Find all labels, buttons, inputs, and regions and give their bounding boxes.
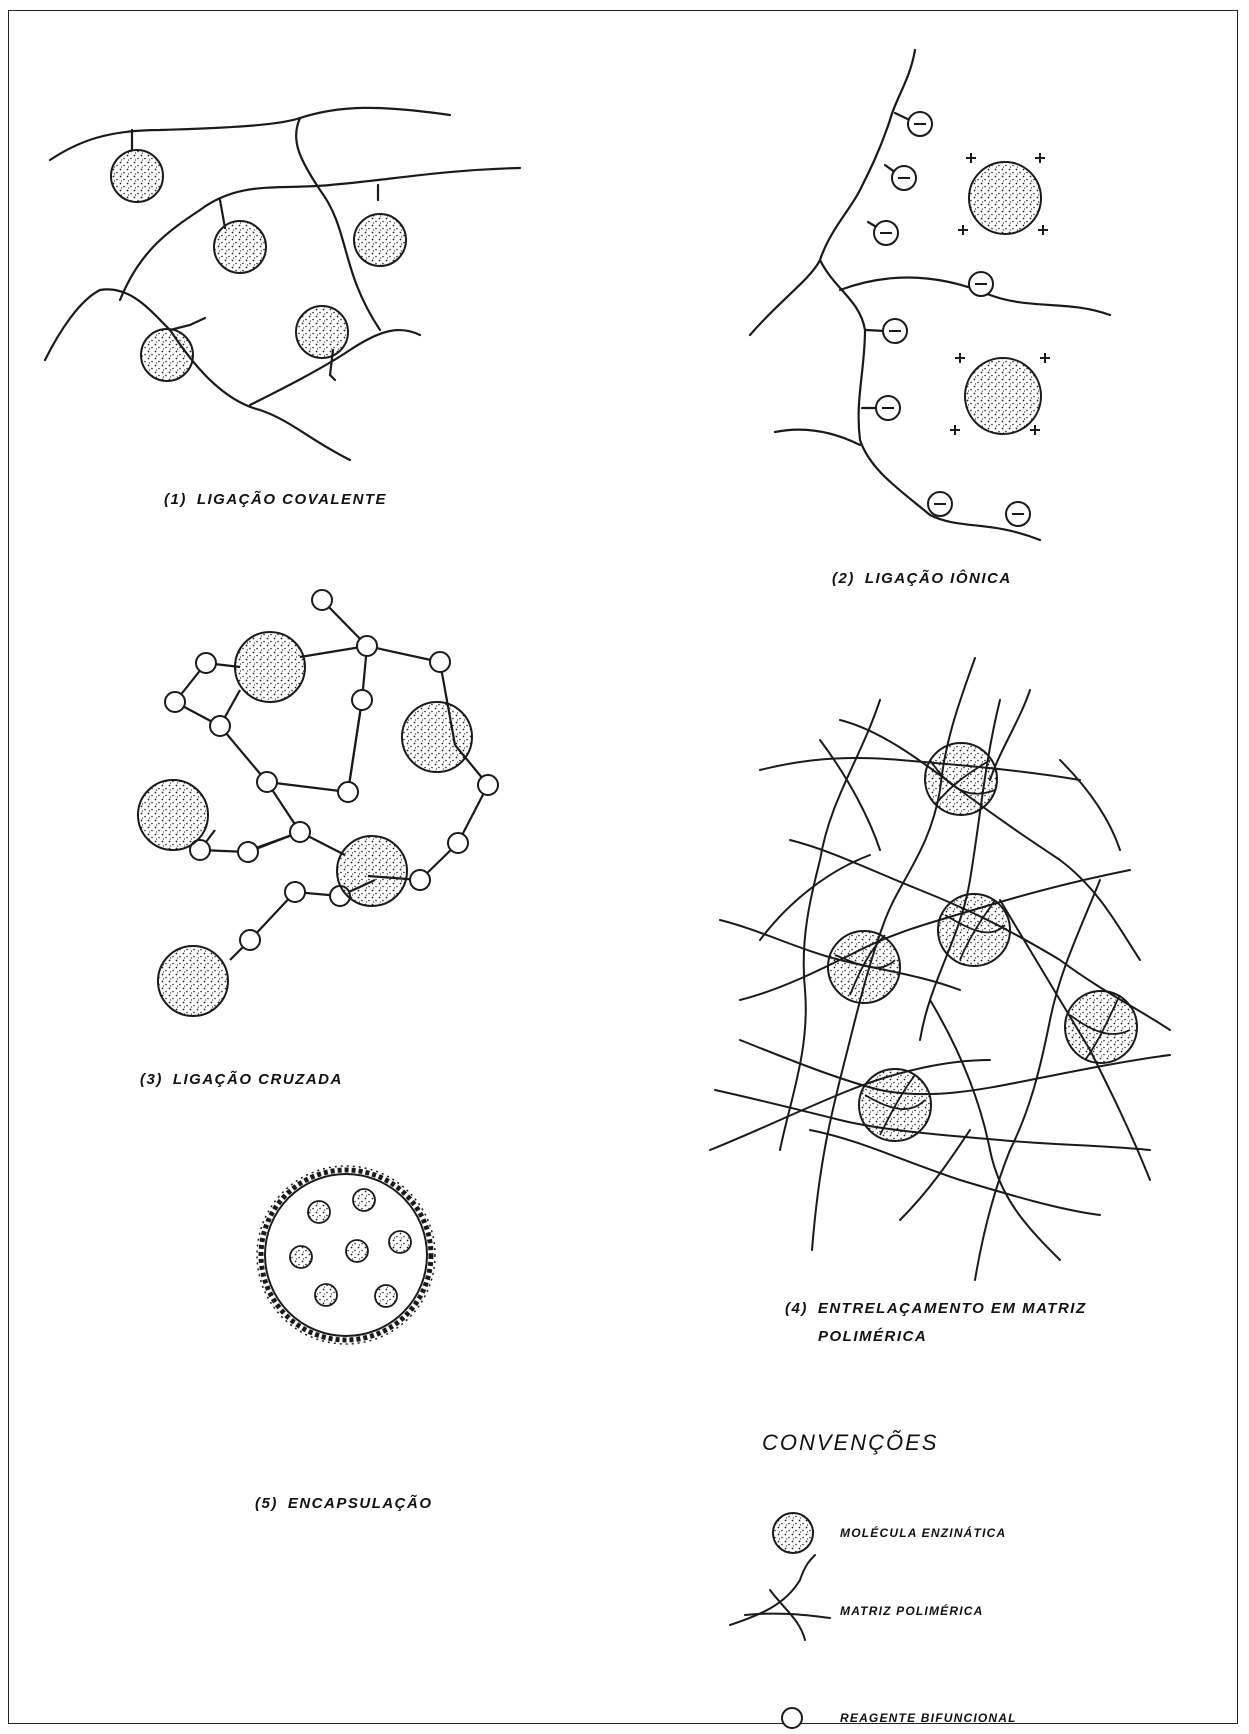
caption-text-line2: POLIMÉRICA (818, 1328, 927, 1345)
enzyme-molecule-icon (773, 1513, 813, 1553)
caption-text: LIGAÇÃO COVALENTE (197, 491, 387, 508)
caption-text: LIGAÇÃO IÔNICA (865, 570, 1012, 587)
caption-number: (2) (832, 570, 855, 587)
legend-icons (730, 1513, 830, 1728)
entrapment-enzymes (828, 743, 1137, 1141)
polymer-matrix-icon (730, 1555, 830, 1640)
covalent-enzymes (111, 150, 406, 381)
caption-ionic: (2) LIGAÇÃO IÔNICA (832, 570, 1012, 587)
enzyme-molecule (290, 1246, 312, 1268)
caption-entrapment: (4) ENTRELAÇAMENTO EM MATRIZ POLIMÉRICA (785, 1295, 1087, 1351)
caption-number: (4) (785, 1300, 808, 1317)
bifunctional-reagent-icon (782, 1708, 802, 1728)
enzyme-molecule (315, 1284, 337, 1306)
enzyme-molecule (828, 931, 900, 1003)
caption-number: (1) (164, 491, 187, 508)
enzyme-molecule (158, 946, 228, 1016)
caption-crosslink: (3) LIGAÇÃO CRUZADA (140, 1071, 343, 1088)
enzyme-molecule (214, 221, 266, 273)
enzyme-molecule (296, 306, 348, 358)
enzyme-molecule (354, 214, 406, 266)
caption-text: ENTRELAÇAMENTO EM MATRIZ (818, 1300, 1087, 1317)
legend-label-enzyme: MOLÉCULA ENZINÁTICA (840, 1526, 1006, 1540)
enzyme-molecule (337, 836, 407, 906)
enzyme-molecule (235, 632, 305, 702)
caption-number: (5) (255, 1495, 278, 1512)
enzyme-molecule (965, 358, 1041, 434)
legend-label-reagent: REAGENTE BIFUNCIONAL (840, 1711, 1017, 1725)
enzyme-molecule (111, 150, 163, 202)
legend-label-matrix: MATRIZ POLIMÉRICA (840, 1604, 984, 1618)
caption-number: (3) (140, 1071, 163, 1088)
enzyme-molecule (346, 1240, 368, 1262)
enzyme-molecule (1065, 991, 1137, 1063)
caption-covalent: (1) LIGAÇÃO COVALENTE (164, 491, 387, 508)
enzyme-molecule (138, 780, 208, 850)
enzyme-molecule (969, 162, 1041, 234)
enzyme-molecule (375, 1285, 397, 1307)
legend-title: CONVENÇÕES (762, 1430, 938, 1456)
enzyme-molecule (308, 1201, 330, 1223)
enzyme-molecule (353, 1189, 375, 1211)
enzyme-molecule (141, 329, 193, 381)
enzyme-molecule (402, 702, 472, 772)
caption-encapsulation: (5) ENCAPSULAÇÃO (255, 1495, 433, 1512)
enzyme-molecule (389, 1231, 411, 1253)
encapsulation-panel (257, 1166, 435, 1344)
caption-text: LIGAÇÃO CRUZADA (173, 1071, 343, 1088)
caption-text: ENCAPSULAÇÃO (288, 1495, 433, 1512)
